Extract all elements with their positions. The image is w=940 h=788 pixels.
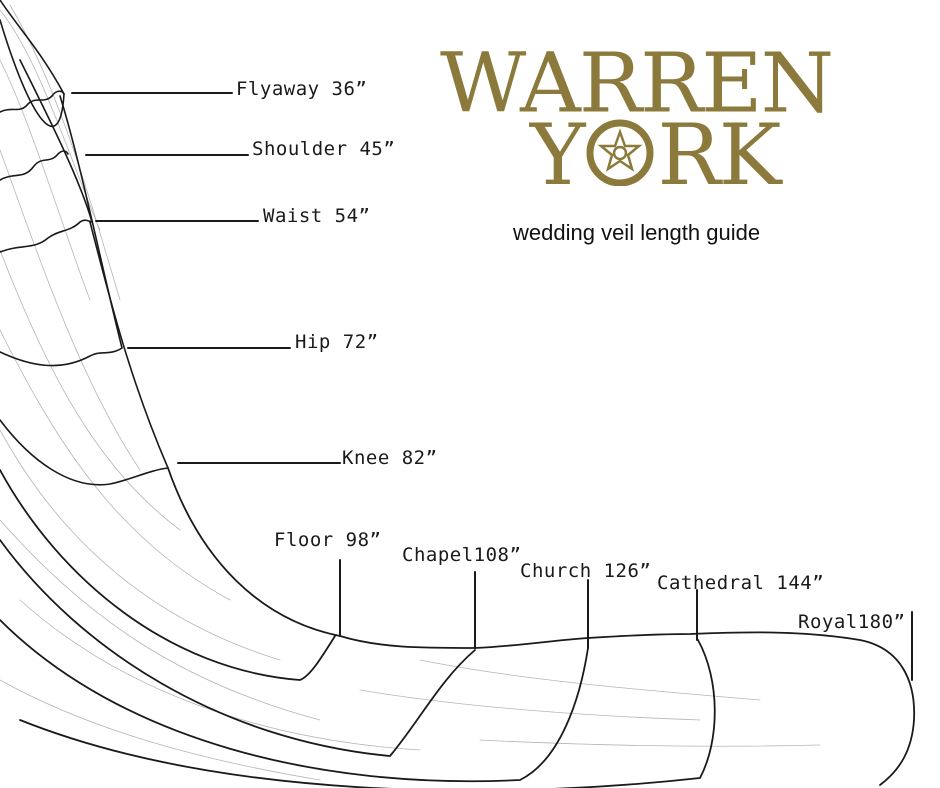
tudor-rose-emblem-icon [583, 112, 657, 187]
label-waist: Waist 54” [263, 205, 371, 227]
veil-tiers [0, 0, 169, 486]
brand-wordmark-line2: Y RK [530, 110, 781, 200]
label-floor: Floor 98” [274, 529, 382, 551]
label-royal: Royal180” [798, 611, 906, 633]
label-flyaway: Flyaway 36” [236, 78, 368, 100]
label-cathedral: Cathedral 144” [657, 572, 825, 594]
label-shoulder: Shoulder 45” [252, 138, 396, 160]
label-chapel: Chapel108” [402, 544, 522, 566]
label-church: Church 126” [520, 560, 652, 582]
brand-wordmark-line1: WARREN [440, 34, 834, 132]
label-hip: Hip 72” [295, 331, 379, 353]
leader-lines [71, 92, 913, 681]
label-knee: Knee 82” [342, 447, 438, 469]
brand-letters-rk: RK [657, 106, 781, 204]
veil-outline [0, 467, 915, 788]
brand-letter-y: Y [530, 106, 585, 204]
page-subtitle: wedding veil length guide [513, 220, 761, 245]
